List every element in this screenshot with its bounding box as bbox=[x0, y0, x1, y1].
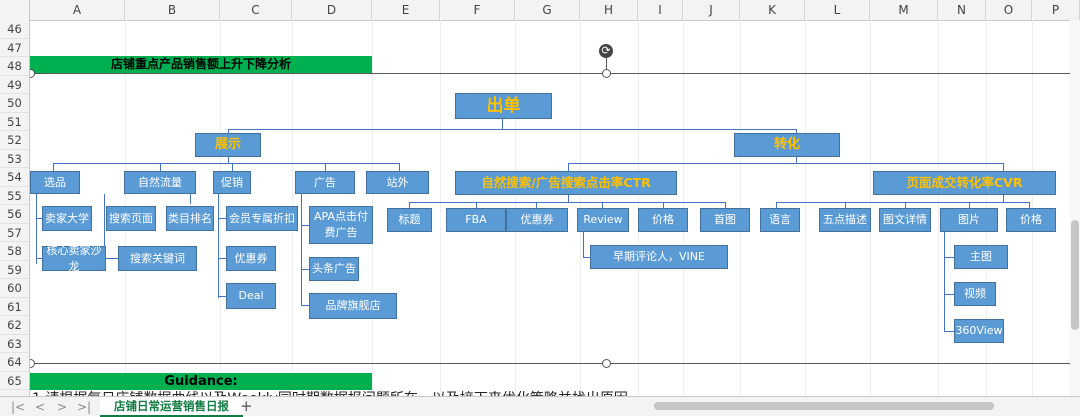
row-64[interactable]: 64 bbox=[0, 353, 29, 372]
diagram-node-convert[interactable]: 转化 bbox=[734, 133, 840, 157]
next-sheet-icon[interactable]: > bbox=[56, 400, 68, 414]
first-sheet-icon[interactable]: |< bbox=[10, 400, 26, 414]
diagram-node-images[interactable]: 图片 bbox=[940, 208, 998, 232]
row-49[interactable]: 49 bbox=[0, 76, 29, 94]
section-title: 店铺重点产品销售额上升下降分析 bbox=[30, 56, 372, 74]
diagram-node-coupon[interactable]: 优惠券 bbox=[226, 246, 276, 271]
diagram-node-deal[interactable]: Deal bbox=[226, 283, 276, 309]
diagram-node-xuanpin[interactable]: 选品 bbox=[30, 171, 80, 194]
row-60[interactable]: 60 bbox=[0, 279, 29, 298]
row-47[interactable]: 47 bbox=[0, 39, 29, 57]
row-52[interactable]: 52 bbox=[0, 131, 29, 150]
row-55[interactable]: 55 bbox=[0, 187, 29, 205]
vertical-scroll-thumb[interactable] bbox=[1071, 220, 1079, 330]
shape-selection-bottom bbox=[30, 363, 1070, 364]
diagram-node-main-image[interactable]: 首图 bbox=[700, 208, 750, 232]
diagram-node-360view[interactable]: 360View bbox=[954, 319, 1004, 343]
diagram-node-cvr[interactable]: 页面成交转化率CVR bbox=[873, 171, 1056, 195]
row-53[interactable]: 53 bbox=[0, 150, 29, 168]
vertical-scrollbar[interactable] bbox=[1070, 20, 1080, 396]
row-59[interactable]: 59 bbox=[0, 261, 29, 279]
resize-handle[interactable] bbox=[30, 69, 35, 78]
diagram-node-display[interactable]: 展示 bbox=[195, 133, 261, 157]
guidance-text: 1.请根据每日店铺数据曲线以及Weekly同时期数据报问题所在，以及接下来优化策… bbox=[32, 388, 642, 396]
diagram-node-category-rank[interactable]: 类目排名 bbox=[166, 206, 214, 231]
rotate-handle-icon[interactable]: ⟳ bbox=[599, 44, 613, 58]
diagram-node-search-page[interactable]: 搜索页面 bbox=[106, 206, 156, 231]
worksheet-grid[interactable]: 店铺重点产品销售额上升下降分析 ⟳ bbox=[30, 20, 1080, 396]
col-n[interactable]: N bbox=[938, 0, 986, 20]
diagram-node-apa-ads[interactable]: APA点击付费广告 bbox=[309, 206, 373, 244]
diagram-node-seller-university[interactable]: 卖家大学 bbox=[42, 206, 92, 231]
col-e[interactable]: E bbox=[372, 0, 440, 20]
column-header: A B C D E F G H I J K L M N O P bbox=[0, 0, 1080, 21]
diagram-node-ctr[interactable]: 自然搜索/广告搜索点击率CTR bbox=[455, 171, 677, 195]
col-b[interactable]: B bbox=[125, 0, 220, 20]
row-56[interactable]: 56 bbox=[0, 205, 29, 224]
diagram-root[interactable]: 出单 bbox=[455, 93, 552, 119]
add-sheet-button[interactable]: + bbox=[240, 397, 253, 415]
last-sheet-icon[interactable]: >| bbox=[76, 400, 92, 414]
prev-sheet-icon[interactable]: < bbox=[34, 400, 46, 414]
col-o[interactable]: O bbox=[986, 0, 1032, 20]
diagram-node-ctr-price[interactable]: 价格 bbox=[638, 208, 688, 232]
horizontal-scrollbar[interactable] bbox=[640, 401, 1050, 411]
row-51[interactable]: 51 bbox=[0, 113, 29, 131]
col-j[interactable]: J bbox=[683, 0, 740, 20]
diagram-node-natural-traffic[interactable]: 自然流量 bbox=[124, 171, 196, 194]
select-all-corner[interactable] bbox=[0, 0, 30, 20]
col-h[interactable]: H bbox=[580, 0, 638, 20]
shape-selection-top bbox=[30, 73, 1070, 74]
row-65[interactable]: 65 bbox=[0, 372, 29, 390]
resize-handle[interactable] bbox=[30, 359, 35, 368]
row-48[interactable]: 48 bbox=[0, 57, 29, 76]
col-p[interactable]: P bbox=[1032, 0, 1080, 20]
row-61[interactable]: 61 bbox=[0, 298, 29, 316]
row-header: 46 47 48 49 50 51 52 53 54 55 56 57 58 5… bbox=[0, 20, 30, 396]
resize-handle[interactable] bbox=[602, 69, 611, 78]
diagram-node-ads[interactable]: 广告 bbox=[295, 171, 355, 194]
diagram-node-language[interactable]: 语言 bbox=[760, 208, 800, 232]
col-g[interactable]: G bbox=[515, 0, 580, 20]
diagram-node-cvr-price[interactable]: 价格 bbox=[1006, 208, 1056, 232]
row-58[interactable]: 58 bbox=[0, 242, 29, 261]
diagram-node-search-keyword[interactable]: 搜索关键词 bbox=[118, 246, 197, 271]
row-50[interactable]: 50 bbox=[0, 94, 29, 113]
resize-handle[interactable] bbox=[602, 359, 611, 368]
col-f[interactable]: F bbox=[440, 0, 515, 20]
col-l[interactable]: L bbox=[805, 0, 870, 20]
row-62[interactable]: 62 bbox=[0, 316, 29, 335]
diagram-node-bullet-points[interactable]: 五点描述 bbox=[819, 208, 871, 232]
sheet-tab-bar: |< < > >| 店铺日常运营销售日报 + bbox=[0, 396, 1080, 417]
diagram-node-ctr-coupon[interactable]: 优惠券 bbox=[506, 208, 568, 232]
diagram-node-title[interactable]: 标题 bbox=[387, 208, 432, 232]
diagram-node-offsite[interactable]: 站外 bbox=[366, 171, 429, 194]
row-63[interactable]: 63 bbox=[0, 335, 29, 353]
diagram-node-fba[interactable]: FBA bbox=[446, 208, 506, 232]
diagram-node-seller-salon[interactable]: 核心卖家沙龙 bbox=[42, 244, 106, 273]
col-k[interactable]: K bbox=[740, 0, 805, 20]
row-57[interactable]: 57 bbox=[0, 224, 29, 242]
horizontal-scroll-thumb[interactable] bbox=[654, 402, 994, 410]
diagram-node-promo[interactable]: 促销 bbox=[213, 171, 251, 194]
col-a[interactable]: A bbox=[30, 0, 125, 20]
diagram-node-member-discount[interactable]: 会员专属折扣 bbox=[226, 206, 298, 231]
diagram-node-review[interactable]: Review bbox=[577, 208, 629, 232]
col-d[interactable]: D bbox=[292, 0, 372, 20]
col-i[interactable]: I bbox=[638, 0, 683, 20]
diagram-node-early-reviewer[interactable]: 早期评论人，VINE bbox=[590, 245, 728, 269]
diagram-node-headline-ads[interactable]: 头条广告 bbox=[309, 257, 359, 281]
row-46[interactable]: 46 bbox=[0, 20, 29, 39]
diagram-node-brand-store[interactable]: 品牌旗舰店 bbox=[309, 293, 397, 319]
row-54[interactable]: 54 bbox=[0, 168, 29, 187]
diagram-node-video[interactable]: 视频 bbox=[954, 282, 996, 306]
diagram-node-image-details[interactable]: 图文详情 bbox=[879, 208, 931, 232]
diagram-node-primary-image[interactable]: 主图 bbox=[954, 245, 1008, 269]
col-c[interactable]: C bbox=[220, 0, 292, 20]
guidance-label: Guidance: bbox=[30, 373, 372, 390]
sheet-tab-active[interactable]: 店铺日常运营销售日报 bbox=[100, 397, 243, 417]
col-m[interactable]: M bbox=[870, 0, 938, 20]
